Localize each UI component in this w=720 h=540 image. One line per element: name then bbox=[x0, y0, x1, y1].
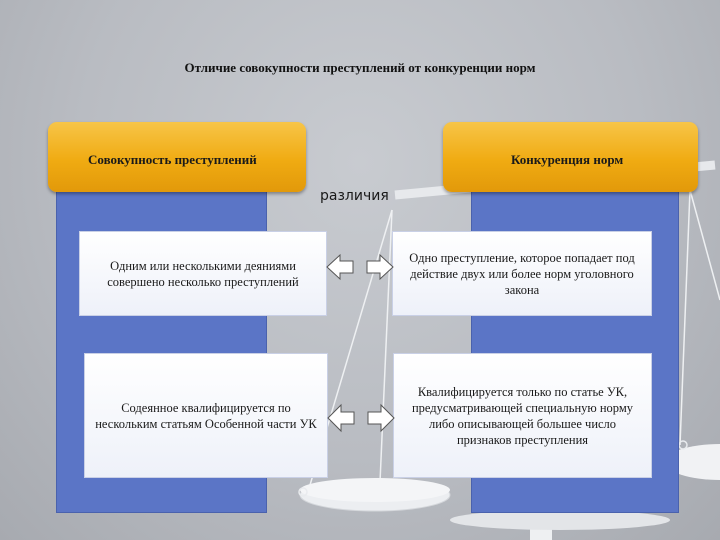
left-header-label: Совокупность преступлений bbox=[88, 152, 257, 167]
page-title: Отличие совокупности преступлений от кон… bbox=[184, 60, 536, 75]
double-arrow-icon bbox=[327, 403, 395, 433]
right-card-2: Квалифицируется только по статье УК, пре… bbox=[393, 353, 652, 478]
differences-label: различия bbox=[320, 188, 389, 204]
double-arrow-icon bbox=[326, 253, 394, 281]
left-header: Совокупность преступлений bbox=[48, 122, 306, 192]
left-card-2: Содеянное квалифицируется по нескольким … bbox=[84, 353, 328, 478]
left-card-1: Одним или несколькими деяниями совершено… bbox=[79, 231, 327, 316]
right-card-1: Одно преступление, которое попадает под … bbox=[392, 231, 652, 316]
right-header-label: Конкуренция норм bbox=[511, 152, 624, 167]
right-header: Конкуренция норм bbox=[443, 122, 698, 192]
